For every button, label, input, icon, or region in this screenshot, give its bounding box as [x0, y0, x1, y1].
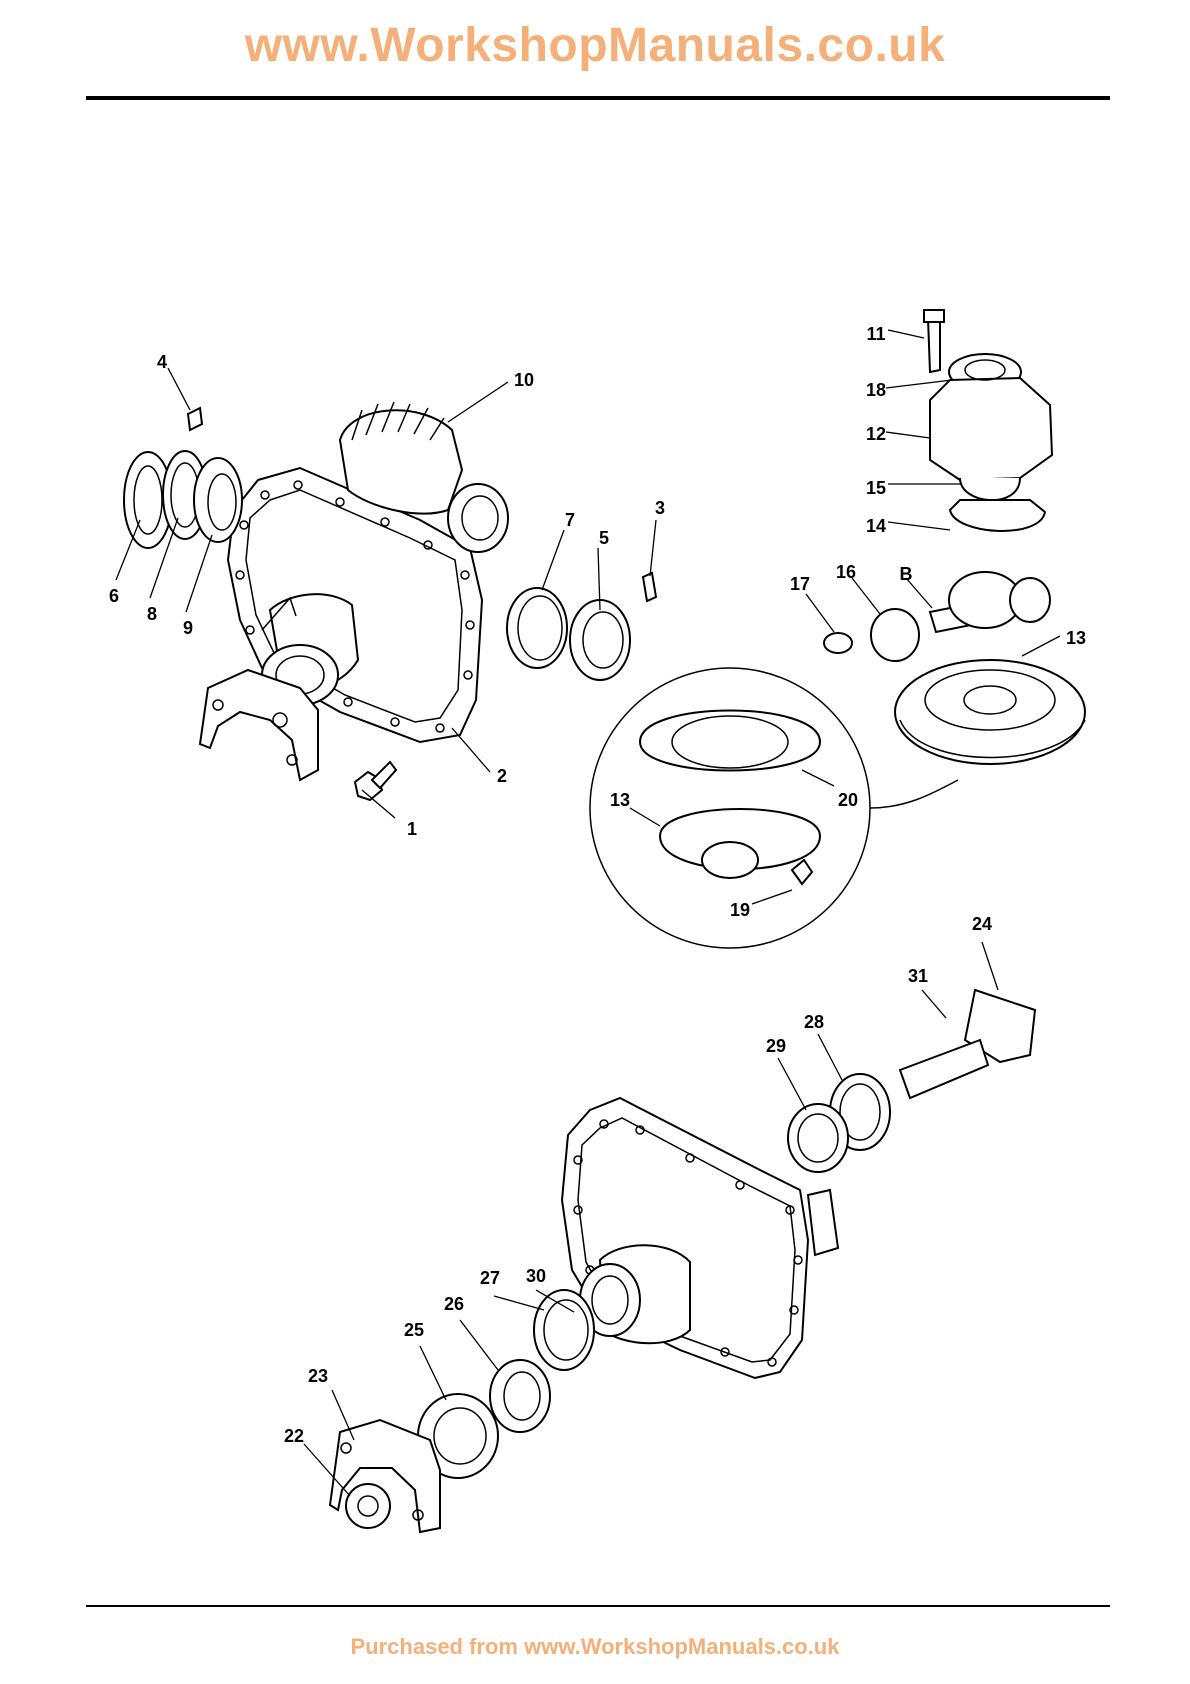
callout-1: 1	[407, 819, 417, 839]
callout-3: 3	[655, 498, 665, 518]
callout-2: 2	[497, 766, 507, 786]
callout-b: B	[900, 564, 913, 584]
callout-26: 26	[444, 1294, 464, 1314]
callout-15: 15	[866, 478, 886, 498]
callout-8: 8	[147, 604, 157, 624]
callout-19: 19	[730, 900, 750, 920]
callout-27: 27	[480, 1268, 500, 1288]
differential-assembly	[824, 310, 1085, 764]
callout-24: 24	[972, 914, 992, 934]
callout-22: 22	[284, 1426, 304, 1446]
callout-7: 7	[565, 510, 575, 530]
callout-20: 20	[838, 790, 858, 810]
upper-axle-casing	[124, 402, 656, 800]
callout-13: 13	[1066, 628, 1086, 648]
callout-29: 29	[766, 1036, 786, 1056]
callout-23: 23	[308, 1366, 328, 1386]
callout-10: 10	[514, 370, 534, 390]
callout-17: 17	[790, 574, 810, 594]
callout-6: 6	[109, 586, 119, 606]
callout-9: 9	[183, 618, 193, 638]
callout-5: 5	[599, 528, 609, 548]
bottom-rule	[86, 1605, 1110, 1607]
callout-11: 11	[866, 324, 885, 344]
callout-12: 12	[866, 424, 886, 444]
callout-4: 4	[157, 352, 167, 372]
callout-25: 25	[404, 1320, 424, 1340]
callout-13-detail: 13	[610, 790, 630, 810]
footer-purchase-note: Purchased from www.WorkshopManuals.co.uk	[0, 1634, 1190, 1660]
callout-16: 16	[836, 562, 856, 582]
callout-28: 28	[804, 1012, 824, 1032]
callout-18: 18	[866, 380, 886, 400]
callout-14: 14	[866, 516, 886, 536]
callout-30: 30	[526, 1266, 546, 1286]
callout-31: 31	[908, 966, 928, 986]
lower-pinion-assembly	[330, 990, 1035, 1532]
